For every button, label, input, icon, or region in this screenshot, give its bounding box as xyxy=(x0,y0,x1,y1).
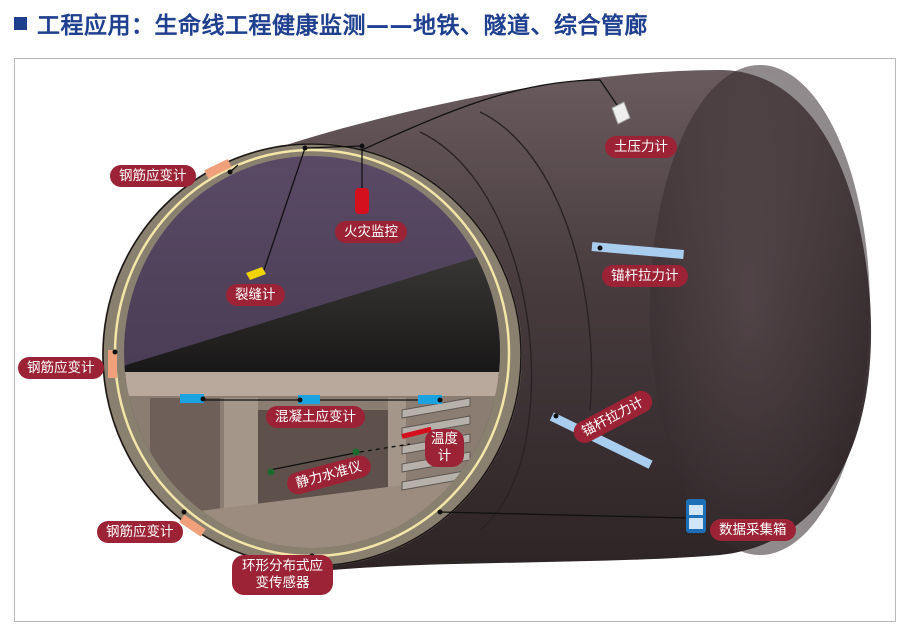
connection-dots xyxy=(112,143,603,559)
label-crack-meter: 裂缝计 xyxy=(226,284,285,306)
hydrostatic-sensor-2 xyxy=(352,448,360,456)
segment-joint-2 xyxy=(419,131,533,531)
label-temperature: 温度 计 xyxy=(425,429,464,467)
concrete-strain-sensor-2 xyxy=(298,395,320,404)
strain-gauge-bottom xyxy=(179,514,206,537)
fire-sensor xyxy=(355,188,369,214)
page-heading: 工程应用：生命线工程健康监测——地铁、隧道、综合管廊 xyxy=(14,6,648,40)
label-steel-strain-left: 钢筋应变计 xyxy=(18,357,104,379)
label-fire-monitor: 火灾监控 xyxy=(335,221,407,243)
segment-joint-3 xyxy=(479,111,593,411)
label-ring-sensor-line-1: 环形分布式应 xyxy=(242,558,323,574)
strain-gauge-top xyxy=(204,159,232,179)
heading-bullet-icon xyxy=(14,16,27,30)
anchor-bar-1 xyxy=(591,242,684,259)
label-ring-sensor-line-2: 变传感器 xyxy=(255,575,310,591)
concrete-strain-sensor-3 xyxy=(418,395,442,404)
page-title: 工程应用：生命线工程健康监测——地铁、隧道、综合管廊 xyxy=(37,13,648,39)
label-earth-pressure: 土压力计 xyxy=(605,136,677,158)
label-temperature-line-2: 计 xyxy=(437,448,452,464)
tunnel-far-end xyxy=(650,65,870,555)
label-temperature-line-1: 温度 xyxy=(431,431,458,447)
data-box-icon xyxy=(686,499,706,533)
earth-pressure-sensor xyxy=(611,101,631,125)
concrete-strain-sensor-1 xyxy=(180,394,204,403)
strain-gauge-left xyxy=(108,350,117,378)
label-concrete-strain: 混凝土应变计 xyxy=(266,406,365,428)
temperature-sensor xyxy=(401,426,432,439)
label-ring-sensor: 环形分布式应 变传感器 xyxy=(232,555,333,595)
crack-sensor xyxy=(246,267,266,280)
track-deck xyxy=(124,372,500,398)
label-data-box: 数据采集箱 xyxy=(710,519,796,541)
hydrostatic-sensor-1 xyxy=(267,468,275,476)
label-anchor-tension-1: 锚杆拉力计 xyxy=(602,265,688,287)
gravel-ballast xyxy=(124,250,500,380)
label-steel-strain-top: 钢筋应变计 xyxy=(110,165,196,187)
label-steel-strain-bottom: 钢筋应变计 xyxy=(97,521,183,543)
